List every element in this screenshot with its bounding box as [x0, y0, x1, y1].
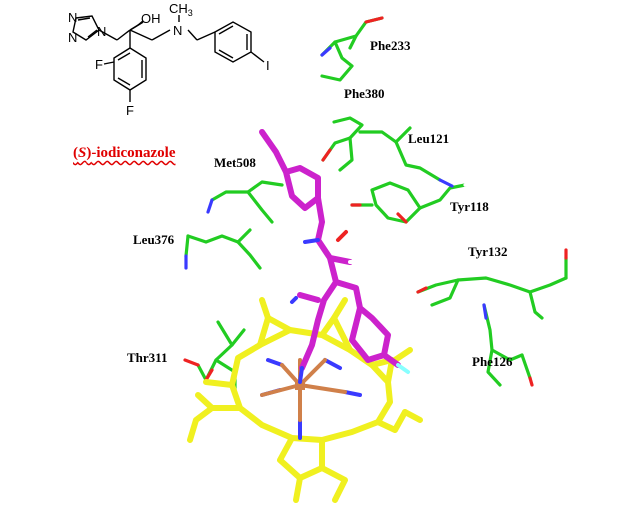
- amine-n-label: N: [173, 23, 182, 38]
- triazole-n3-atom: N: [97, 24, 106, 39]
- stereo-wedge: [130, 20, 143, 31]
- residue-phe380-sticks: [321, 116, 364, 162]
- difluorophenyl-ring: [113, 47, 147, 91]
- residue-tyr132-sticks: [416, 276, 568, 294]
- label-thr311: Thr311: [127, 350, 167, 365]
- label-phe233: Phe233: [370, 38, 411, 53]
- triazole-ring: [72, 15, 100, 41]
- label-tyr132: Tyr132: [468, 244, 507, 259]
- label-leu376: Leu376: [133, 232, 175, 247]
- compound-name-label: (S)-iodiconazole: [73, 145, 176, 161]
- residue-leu376-sticks: [186, 234, 262, 270]
- residue-phe126-sticks: [482, 303, 524, 362]
- label-met508: Met508: [214, 155, 256, 170]
- heme-iron-atom: [295, 380, 305, 390]
- label-leu121: Leu121: [408, 131, 449, 146]
- fluorine-1-label: F: [95, 57, 103, 72]
- label-tyr118: Tyr118: [450, 199, 489, 214]
- residue-leu121-sticks: [358, 126, 412, 144]
- triazole-n1-atom: N: [68, 10, 77, 25]
- methyl-label: CH3: [169, 1, 193, 18]
- hydroxyl-label: OH: [141, 11, 161, 26]
- residue-tyr118-sticks: [370, 181, 422, 224]
- residue-thr311-sticks: [216, 320, 246, 347]
- iodine-label: I: [266, 58, 270, 73]
- fluorine-2-label: F: [126, 103, 134, 118]
- chemical-structure: [72, 15, 265, 102]
- ligand-heteroatoms: [290, 230, 410, 384]
- label-phe126: Phe126: [472, 354, 513, 369]
- protein-residues: [184, 16, 568, 392]
- iodophenyl-ring: [214, 21, 252, 63]
- heteroatom-tips: [183, 16, 568, 387]
- heme-porphyrin: [187, 297, 423, 503]
- label-phe380: Phe380: [344, 86, 384, 101]
- triazole-n2-atom: N: [68, 30, 77, 45]
